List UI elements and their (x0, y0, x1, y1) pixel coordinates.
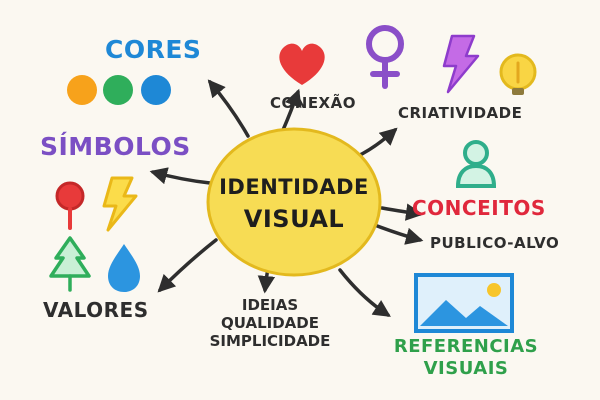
swatch-green (103, 75, 133, 105)
pin-icon (55, 181, 85, 230)
drop-icon (108, 244, 140, 292)
center-title-line1: IDENTIDADE (219, 175, 369, 199)
label-visuais: VISUAIS (423, 357, 509, 379)
swatch-blue (141, 75, 171, 105)
label-conceitos: CONCEITOS (412, 196, 546, 220)
heart-icon (279, 43, 325, 85)
person-icon (455, 140, 497, 188)
bolt-icon (102, 176, 138, 232)
female-symbol-icon (366, 25, 404, 89)
center-title-line2: VISUAL (243, 205, 345, 233)
label-publico-alvo: PUBLICO-ALVO (430, 234, 560, 252)
arrow-to-conceitos (380, 203, 424, 221)
landscape-image-icon (414, 273, 514, 333)
label-cores: CORES (105, 35, 202, 64)
swatch-orange (67, 75, 97, 105)
lightning-icon (442, 34, 480, 94)
label-qualidade: QUALIDADE (221, 314, 319, 332)
label-valores: VALORES (43, 298, 149, 322)
label-referencias-group: REFERENCIAS VISUAIS (386, 336, 546, 379)
arrow-to-cores (207, 79, 250, 138)
label-simbolos: SÍMBOLOS (40, 132, 191, 161)
arrow-to-conexao (281, 88, 302, 132)
label-conexao: CONEXÃO (270, 94, 356, 112)
label-ideias-group: IDEIAS QUALIDADE SIMPLICIDADE (195, 296, 345, 350)
label-ideias: IDEIAS (241, 296, 299, 314)
tree-icon (49, 236, 91, 292)
arrow-to-simbolos (149, 167, 212, 185)
label-simplicidade: SIMPLICIDADE (209, 332, 331, 350)
arrow-to-valores (157, 238, 218, 293)
label-criatividade: CRIATIVIDADE (398, 104, 523, 122)
lightbulb-icon (499, 53, 537, 95)
arrow-to-referencias (338, 268, 391, 317)
label-referencias: REFERENCIAS (393, 336, 539, 357)
